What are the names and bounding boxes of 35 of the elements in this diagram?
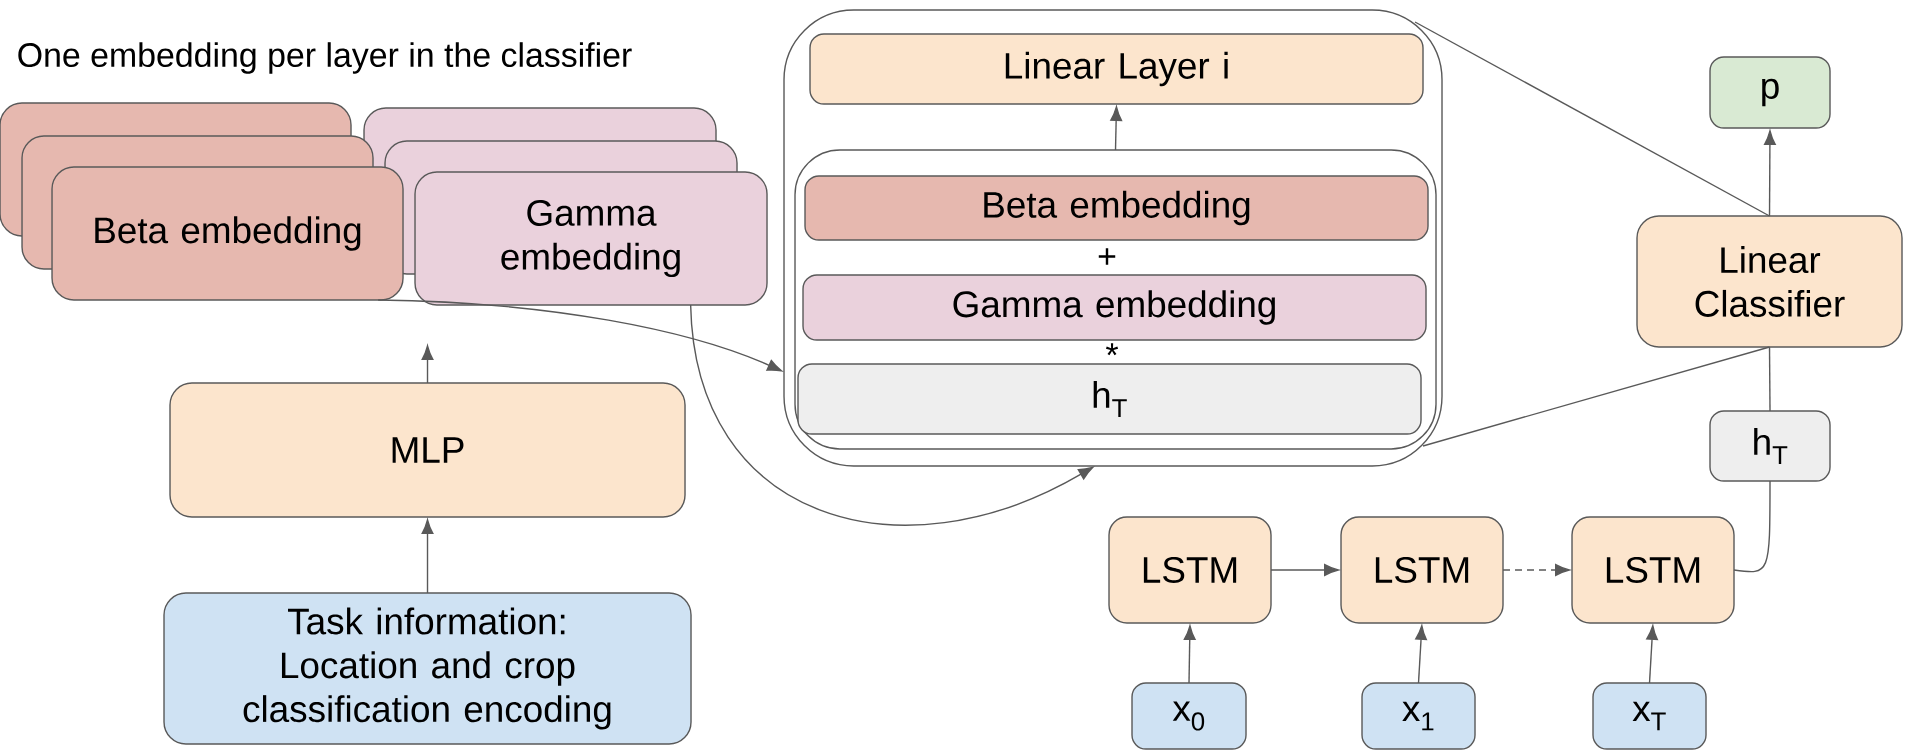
arrow bbox=[1270, 564, 1339, 576]
hidden-state-box: h$_{T}$ bbox=[1709, 410, 1831, 482]
arrow bbox=[421, 519, 434, 594]
lstm-box: LSTM bbox=[1571, 516, 1735, 624]
operator-symbol: + bbox=[1098, 248, 1116, 265]
connector-line bbox=[1768, 346, 1771, 412]
arrow bbox=[377, 299, 783, 372]
input-box: x$_{0}$ bbox=[1131, 682, 1247, 750]
output-box: p bbox=[1709, 56, 1831, 129]
embedding-card-stack: Beta embedding bbox=[0, 102, 404, 301]
lstm-box: LSTM bbox=[1340, 516, 1504, 624]
heading: One embedding per layer in the classifier bbox=[18, 42, 632, 74]
input-box: x$_{1}$ bbox=[1361, 682, 1476, 750]
arrow bbox=[1646, 625, 1658, 684]
connector-line bbox=[1414, 21, 1771, 217]
connector-line bbox=[1422, 346, 1771, 447]
hidden-state-box: h$_{T}$ bbox=[797, 363, 1422, 435]
input-box: Task information: Location and crop classification encoding bbox=[163, 592, 692, 745]
classifier-box: Linear Classifier bbox=[1636, 215, 1903, 348]
embedding-box: Beta embedding bbox=[804, 175, 1429, 241]
arrow bbox=[689, 304, 1094, 526]
arrow bbox=[1502, 564, 1570, 576]
input-box: x$_{T}$ bbox=[1592, 682, 1707, 750]
connector-line bbox=[1733, 480, 1771, 573]
embedding-card-stack: Gamma embedding bbox=[363, 107, 768, 306]
lstm-box: LSTM bbox=[1108, 516, 1272, 624]
layer-box: Linear Layer i bbox=[809, 33, 1424, 105]
embedding-box: Gamma embedding bbox=[802, 274, 1427, 341]
arrow bbox=[1183, 625, 1196, 684]
arrow bbox=[421, 345, 434, 384]
arrow bbox=[1110, 106, 1123, 151]
operator-symbol: * bbox=[1105, 343, 1119, 356]
arrow bbox=[1763, 130, 1776, 217]
process-box: MLP bbox=[169, 382, 686, 518]
arrow bbox=[1415, 625, 1427, 684]
